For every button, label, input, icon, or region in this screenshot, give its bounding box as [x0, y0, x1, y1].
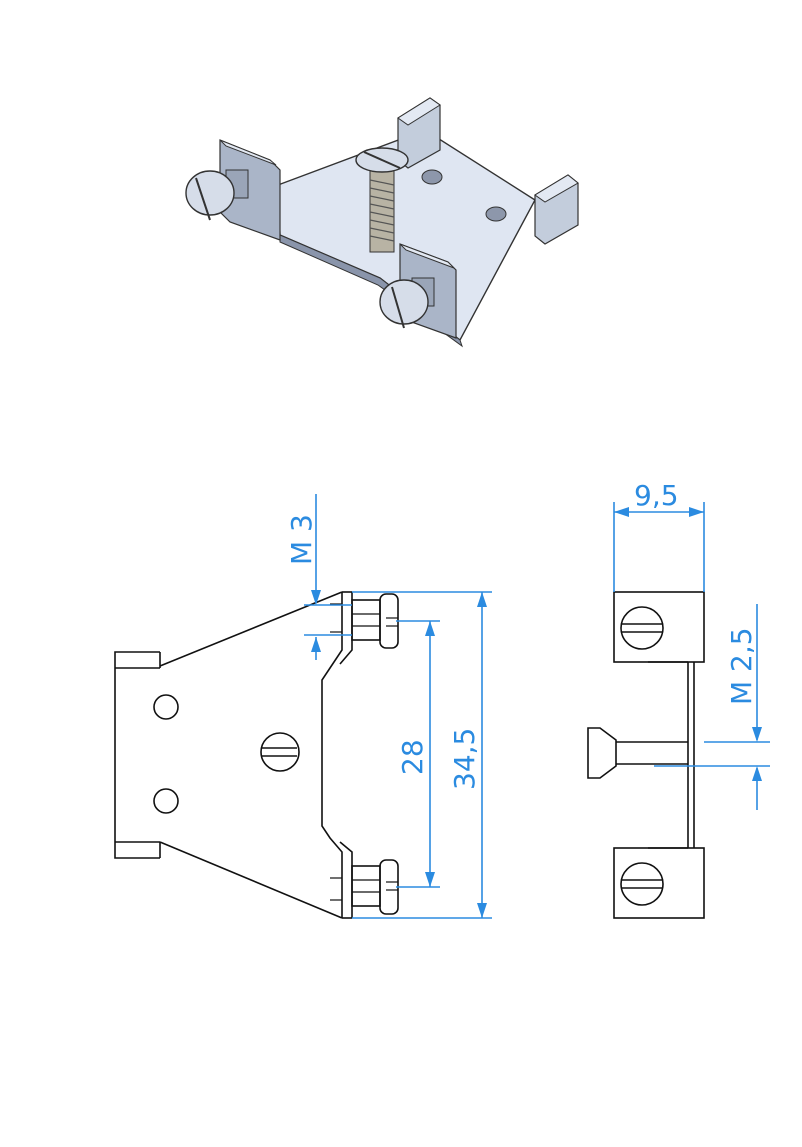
- front-dimensions: M 3 28 34,5: [285, 494, 492, 919]
- left-screw-head: [185, 170, 235, 216]
- front-hole-top: [153, 694, 179, 720]
- dim-side-width: 9,5: [634, 479, 679, 512]
- dim-front-pitch: 28: [396, 739, 429, 775]
- side-dimensions: 9,5 M 2,5: [613, 479, 770, 810]
- dim-side-thread: M 2,5: [725, 627, 758, 705]
- side-screw-bottom: [620, 862, 664, 906]
- hole-1: [421, 169, 443, 185]
- dim-front-height: 34,5: [448, 728, 481, 790]
- dim-front-thread: M 3: [285, 514, 318, 565]
- side-screw-top: [620, 606, 664, 650]
- front-screw-head: [379, 279, 429, 325]
- isometric-view: [185, 97, 579, 348]
- front-view: [114, 591, 399, 919]
- side-view: [587, 591, 705, 919]
- front-hole-bottom: [153, 788, 179, 814]
- front-center-screw: [260, 732, 300, 772]
- hole-2: [485, 206, 507, 222]
- plate-edge: [279, 234, 463, 348]
